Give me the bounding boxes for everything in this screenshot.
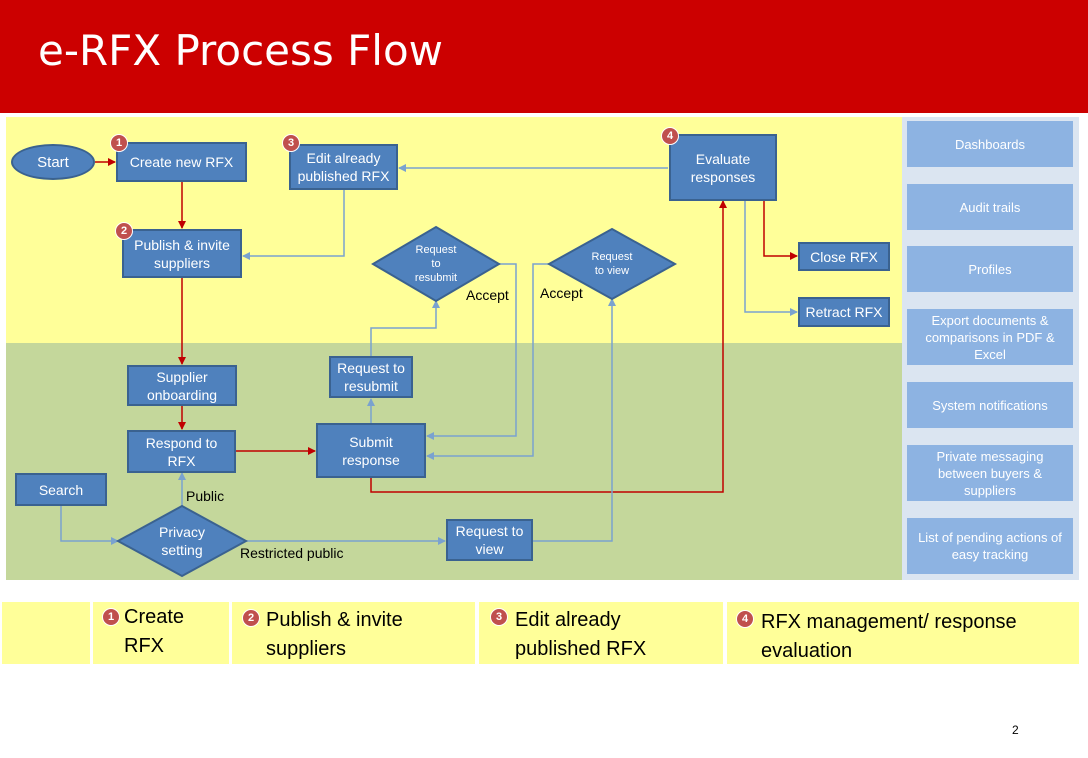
create-rfx-node: Create new RFX bbox=[116, 142, 247, 182]
legend-badge-3: 3 bbox=[490, 608, 508, 626]
badge-1: 1 bbox=[110, 134, 128, 152]
legend-text-3: Edit already published RFX bbox=[515, 609, 647, 660]
edge-evaluate-retract bbox=[744, 201, 798, 316]
diamond-privacy-setting bbox=[115, 504, 249, 578]
edge-evaluate-close bbox=[763, 201, 798, 260]
header-bar: e-RFX Process Flow bbox=[0, 0, 1088, 113]
accept-label-2: Accept bbox=[540, 285, 583, 301]
side-profiles: Profiles bbox=[907, 246, 1073, 292]
edge-edit-publish bbox=[242, 190, 345, 260]
edge-diamondview-submit bbox=[426, 263, 550, 460]
respond-rfx-node: Respond to RFX bbox=[127, 430, 236, 473]
legend-text-4: RFX management/ response evaluation bbox=[761, 611, 1017, 662]
diamond-view-label: Request to view bbox=[591, 251, 633, 277]
page-number: 2 bbox=[1012, 723, 1019, 737]
legend-blank-cell bbox=[2, 602, 90, 664]
edge-search-privacy bbox=[60, 506, 119, 545]
submit-response-node: Submit response bbox=[316, 423, 426, 478]
side-pending-actions: List of pending actions of easy tracking bbox=[907, 518, 1073, 574]
badge-4: 4 bbox=[661, 127, 679, 145]
legend-text-1: Create RFX bbox=[124, 606, 185, 657]
restricted-public-label: Restricted public bbox=[240, 545, 344, 561]
side-audit-trails: Audit trails bbox=[907, 184, 1073, 230]
diamond-resubmit-label: Request to resubmit bbox=[414, 244, 458, 284]
search-node: Search bbox=[15, 473, 107, 506]
legend-cell-4 bbox=[727, 602, 1079, 664]
edge-diamondresubmit-submit bbox=[426, 263, 517, 440]
request-resubmit-node: Request to resubmit bbox=[329, 356, 413, 398]
legend-badge-1: 1 bbox=[102, 608, 120, 626]
close-rfx-node: Close RFX bbox=[798, 242, 890, 271]
legend-cell-3 bbox=[479, 602, 723, 664]
edge-submit-evaluate bbox=[370, 200, 727, 493]
publish-node: Publish & invite suppliers bbox=[122, 229, 242, 278]
privacy-setting-label: Privacy setting bbox=[159, 524, 205, 558]
supplier-onboarding-node: Supplier onboarding bbox=[127, 365, 237, 406]
start-node: Start bbox=[11, 144, 95, 180]
page-title: e-RFX Process Flow bbox=[38, 26, 444, 75]
edge-requestview-diamond bbox=[533, 298, 616, 542]
legend-cell-2 bbox=[232, 602, 475, 664]
side-dashboards: Dashboards bbox=[907, 121, 1073, 167]
diamond-request-resubmit bbox=[371, 225, 501, 303]
badge-3: 3 bbox=[282, 134, 300, 152]
request-view-node: Request to view bbox=[446, 519, 533, 561]
diamond-request-view bbox=[546, 227, 678, 301]
legend-text-2: Publish & invite suppliers bbox=[266, 609, 403, 660]
edge-requestresubmit-diamond bbox=[370, 300, 440, 356]
side-system-notifications: System notifications bbox=[907, 382, 1073, 428]
badge-2: 2 bbox=[115, 222, 133, 240]
public-label: Public bbox=[186, 488, 225, 504]
accept-label-1: Accept bbox=[466, 287, 509, 303]
side-export-documents: Export documents & comparisons in PDF & … bbox=[907, 309, 1073, 365]
edit-rfx-node: Edit already published RFX bbox=[289, 144, 398, 190]
legend-badge-2: 2 bbox=[242, 609, 260, 627]
retract-rfx-node: Retract RFX bbox=[798, 297, 890, 327]
side-private-messaging: Private messaging between buyers & suppl… bbox=[907, 445, 1073, 501]
evaluate-node: Evaluate responses bbox=[669, 134, 777, 201]
legend-badge-4: 4 bbox=[736, 610, 754, 628]
